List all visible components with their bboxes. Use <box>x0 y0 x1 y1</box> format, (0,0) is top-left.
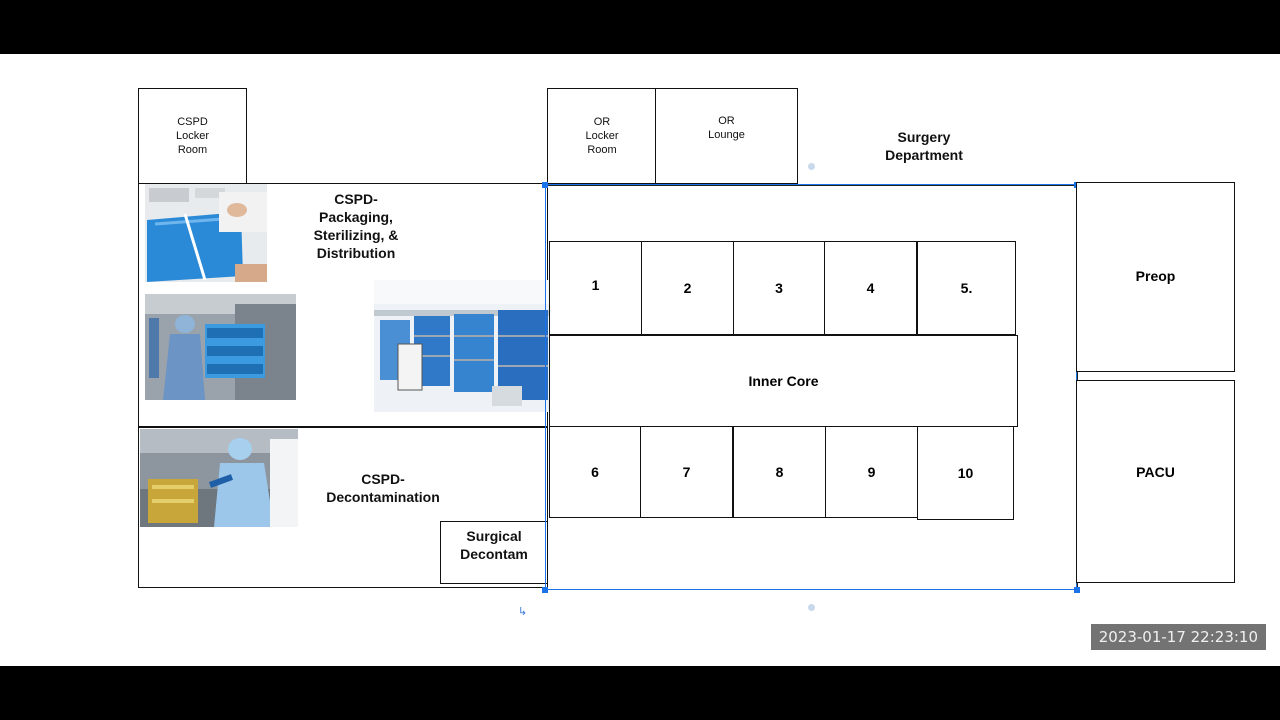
or-room-number: 4 <box>866 280 875 296</box>
timestamp-overlay: 2023-01-17 22:23:10 <box>1090 624 1266 650</box>
preop-room[interactable]: Preop <box>1076 182 1235 372</box>
or-locker-room[interactable]: OR Locker Room <box>547 88 657 184</box>
or-room-number: 9 <box>867 464 876 480</box>
selection-handle-top-left[interactable] <box>542 182 548 188</box>
floor-plan-canvas: CSPD Locker Room OR Locker Room OR Loung… <box>0 54 1280 666</box>
cursor-icon: ↳ <box>518 606 528 618</box>
cspd-decontamination-label: CSPD- Decontamination <box>326 471 440 505</box>
or-room-number: 7 <box>682 464 691 480</box>
or-lounge-label: OR Lounge <box>708 115 745 141</box>
inner-core[interactable]: Inner Core <box>549 335 1018 427</box>
decontamination-photo <box>140 429 298 527</box>
or-locker-room-label: OR Locker Room <box>585 116 619 156</box>
or-room[interactable]: 10 <box>917 426 1014 520</box>
cspd-decontamination-area[interactable] <box>138 426 548 588</box>
storage-racks-photo <box>374 280 549 412</box>
or-rooms-top-row: 1 2 3 4 5. <box>549 241 1017 336</box>
packaging-photo <box>145 184 267 282</box>
or-room[interactable]: 5. <box>917 241 1016 335</box>
or-room-number: 6 <box>591 464 599 480</box>
cspd-locker-room-label: CSPD Locker Room <box>175 116 210 156</box>
cspd-packaging-label: CSPD- Packaging, Sterilizing, & Distribu… <box>313 191 399 261</box>
selection-handle-bottom-middle[interactable] <box>808 604 815 611</box>
cspd-locker-room[interactable]: CSPD Locker Room <box>138 88 247 184</box>
or-room[interactable]: 1 <box>549 241 642 335</box>
or-room-number: 2 <box>683 280 692 296</box>
or-room[interactable]: 8 <box>733 426 826 518</box>
or-rooms-bottom-row: 6 7 8 9 10 <box>549 426 1015 521</box>
or-lounge[interactable]: OR Lounge <box>655 88 798 184</box>
sterilizer-photo <box>145 294 296 400</box>
pacu-room[interactable]: PACU <box>1076 380 1235 583</box>
selection-handle-top-middle[interactable] <box>808 163 815 170</box>
inner-core-label: Inner Core <box>748 373 819 389</box>
surgical-decontam-label: Surgical Decontam <box>460 528 528 562</box>
selection-handle-bottom-left[interactable] <box>542 587 548 593</box>
or-room-number: 3 <box>775 280 783 296</box>
or-room[interactable]: 2 <box>641 241 734 335</box>
or-room[interactable]: 4 <box>824 241 917 335</box>
pacu-label: PACU <box>1136 463 1175 480</box>
or-room[interactable]: 7 <box>640 426 733 518</box>
or-room-number: 10 <box>957 465 974 481</box>
or-room[interactable]: 3 <box>733 241 825 335</box>
or-room-number: 8 <box>775 464 784 480</box>
or-room[interactable]: 6 <box>549 426 641 518</box>
or-room-number: 1 <box>591 277 600 293</box>
surgical-decontam-room[interactable]: Surgical Decontam <box>440 521 548 584</box>
preop-label: Preop <box>1135 268 1176 284</box>
or-room[interactable]: 9 <box>825 426 918 518</box>
or-room-number: 5. <box>960 280 973 296</box>
selection-handle-bottom-right[interactable] <box>1074 587 1080 593</box>
surgery-department-title: Surgery Department <box>885 129 963 163</box>
